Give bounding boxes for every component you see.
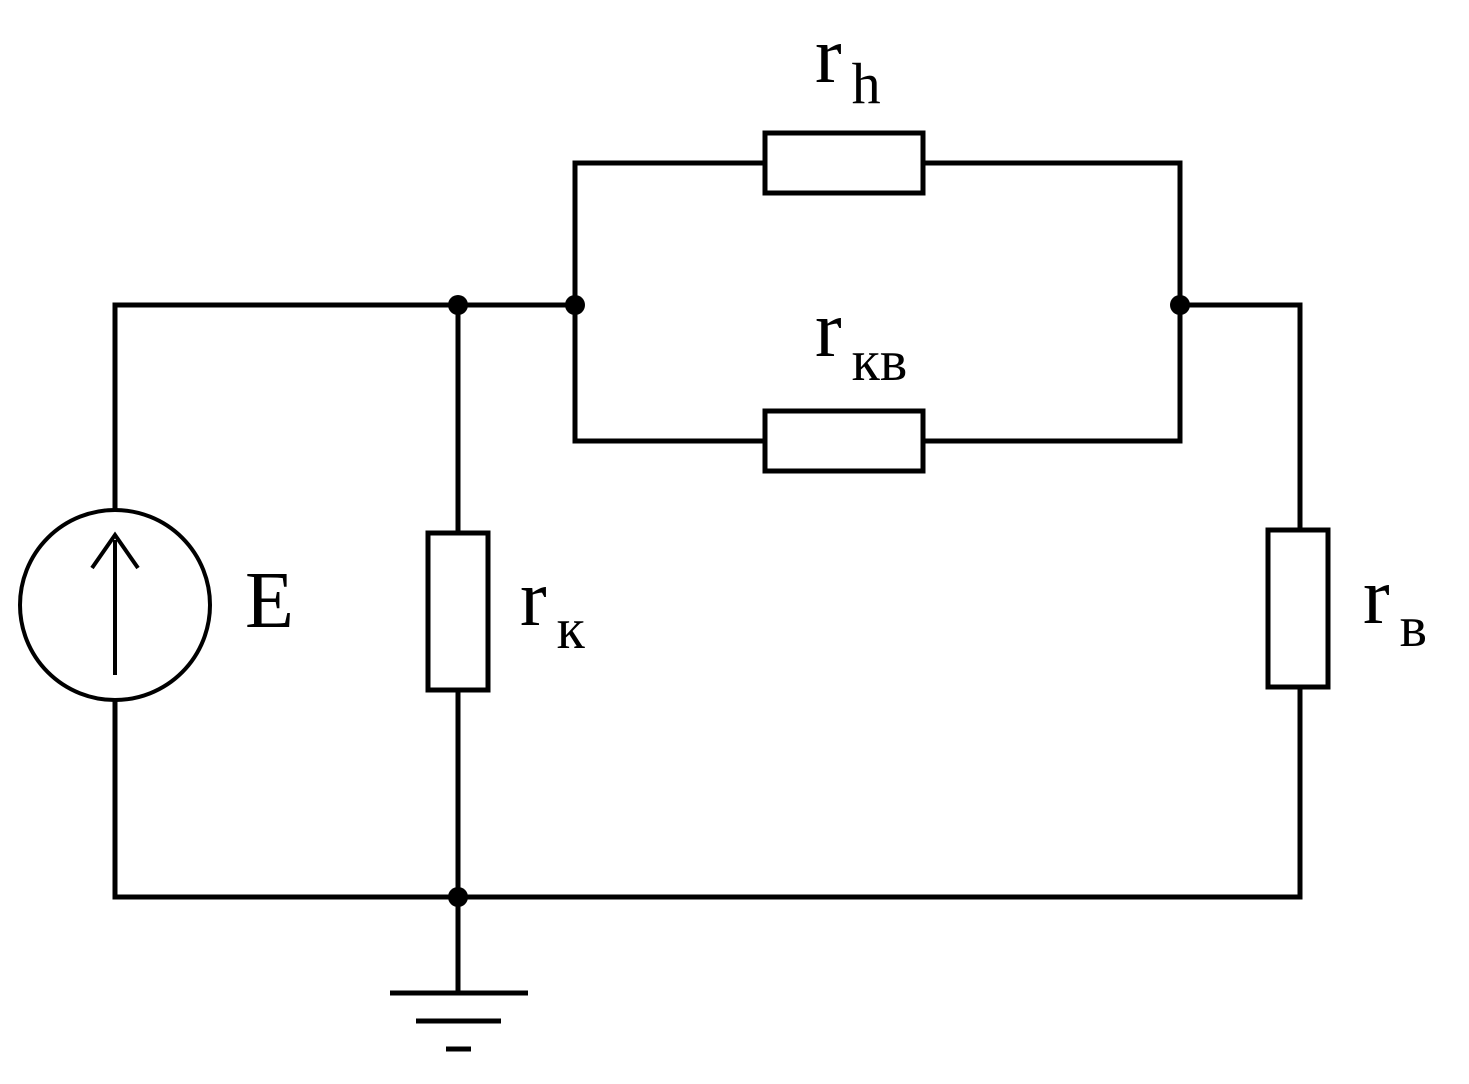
resistor-rv — [1265, 527, 1331, 690]
junction-node — [1170, 295, 1190, 315]
label-rv-subscript: в — [1400, 594, 1427, 659]
junction-node — [448, 887, 468, 907]
label-rkv: r кв — [815, 286, 907, 393]
wire-rv-top — [1177, 302, 1303, 533]
label-rkv-subscript: кв — [852, 328, 908, 393]
label-rv-symbol: r — [1363, 553, 1390, 641]
label-source-e: E — [245, 557, 294, 645]
label-rkv-symbol: r — [815, 286, 842, 374]
label-rk: r к — [520, 555, 586, 661]
junction-node — [448, 295, 468, 315]
label-rk-subscript: к — [557, 596, 586, 661]
label-rh-symbol: r — [815, 12, 842, 100]
wire-source-top — [112, 302, 578, 510]
label-rh: r h — [815, 12, 881, 116]
junctions — [448, 295, 1190, 907]
ground-icon — [390, 990, 528, 1052]
label-rk-symbol: r — [520, 555, 547, 643]
label-rv: r в — [1363, 553, 1427, 659]
wire-source-bottom — [112, 687, 1303, 900]
resistor-rh — [762, 130, 926, 196]
resistor-rkv — [762, 408, 926, 474]
junction-node — [565, 295, 585, 315]
label-rh-subscript: h — [852, 51, 881, 116]
resistor-rk — [425, 530, 491, 693]
voltage-source — [18, 508, 212, 702]
